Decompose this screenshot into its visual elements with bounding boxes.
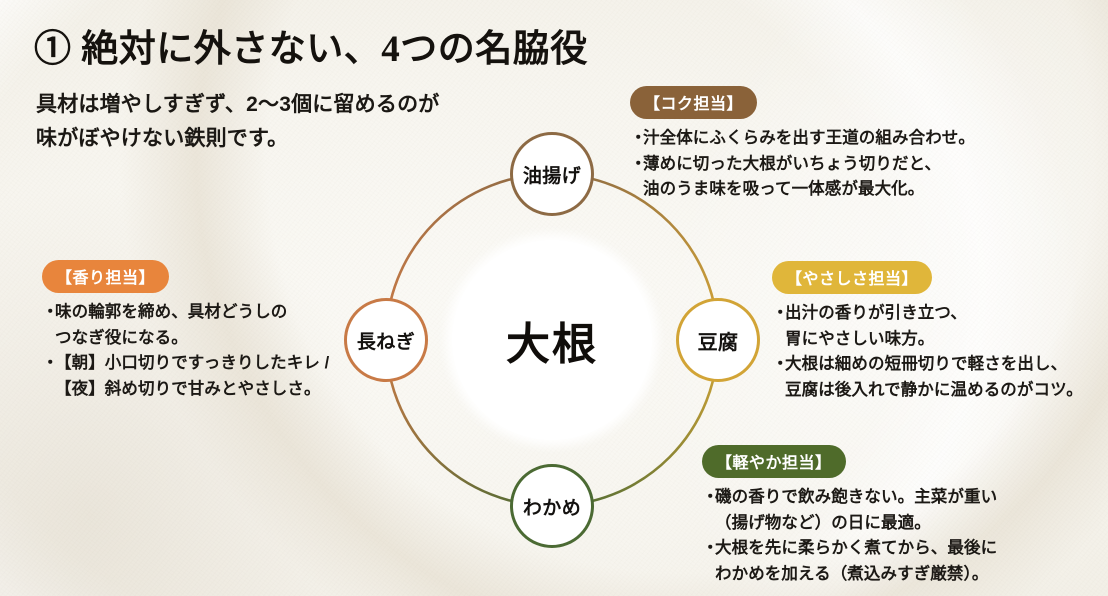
list-item: ・大根を先に柔らかく煮てから、最後に わかめを加える（煮込みすぎ厳禁）。 xyxy=(702,536,997,587)
list-item: ・出汁の香りが引き立つ、 胃にやさしい味方。 xyxy=(772,301,1083,352)
bullet-dot-icon: ・ xyxy=(630,154,647,173)
ingredient-node-wakame[interactable]: わかめ xyxy=(510,464,594,548)
list-item: ・大根は細めの短冊切りで軽さを出し、 豆腐は後入れで静かに温めるのがコツ。 xyxy=(772,352,1083,403)
list-item: ・味の輪郭を締め、具材どうしの つなぎ役になる。 xyxy=(42,300,329,351)
ingredient-node-label: わかめ xyxy=(522,497,582,519)
bullet-dot-icon: ・ xyxy=(702,539,719,558)
badge-kaori: 【香り担当】 xyxy=(42,260,170,293)
note-koku-bullets: ・汁全体にふくらみを出す王道の組み合わせ。 ・薄めに切った大根がいちょう切りだと… xyxy=(630,126,975,203)
note-karuyaka-bullets: ・磯の香りで飲み飽きない。主菜が重い （揚げ物など）の日に最適。 ・大根を先に柔… xyxy=(702,485,997,588)
page-title: ① 絶対に外さない、4つの名脇役 xyxy=(34,29,588,70)
note-yasashisa-bullets: ・出汁の香りが引き立つ、 胃にやさしい味方。 ・大根は細めの短冊切りで軽さを出し… xyxy=(772,301,1083,404)
ingredient-diagram: 大根 油揚げ 豆腐 わかめ 長ねぎ xyxy=(340,128,764,552)
list-item: ・薄めに切った大根がいちょう切りだと、 油のうま味を吸って一体感が最大化。 xyxy=(630,152,975,203)
ingredient-node-label: 油揚げ xyxy=(522,165,582,187)
bullet-dot-icon: ・ xyxy=(702,488,719,506)
ingredient-node-aburaage[interactable]: 油揚げ xyxy=(510,132,594,216)
list-item-text: 味の輪郭を締め、具材どうしの つなぎ役になる。 xyxy=(55,303,288,347)
list-item-text: 磯の香りで飲み飽きない。主菜が重い （揚げ物など）の日に最適。 xyxy=(715,488,998,532)
note-kaori-bullets: ・味の輪郭を締め、具材どうしの つなぎ役になる。 ・【朝】小口切りですっきりした… xyxy=(42,300,329,403)
note-kaori: 【香り担当】 ・味の輪郭を締め、具材どうしの つなぎ役になる。 ・【朝】小口切り… xyxy=(42,260,329,403)
core-ingredient-node[interactable]: 大根 xyxy=(452,240,652,440)
ingredient-node-label: 長ねぎ xyxy=(356,331,416,353)
note-karuyaka: 【軽やか担当】 ・磯の香りで飲み飽きない。主菜が重い （揚げ物など）の日に最適。… xyxy=(702,445,997,588)
list-item: ・磯の香りで飲み飽きない。主菜が重い （揚げ物など）の日に最適。 xyxy=(702,485,997,536)
list-item-text: 【朝】小口切りですっきりしたキレ / 【夜】斜め切りで甘みとやさしさ。 xyxy=(55,354,330,399)
note-koku: 【コク担当】 ・汁全体にふくらみを出す王道の組み合わせ。 ・薄めに切った大根がい… xyxy=(630,86,975,203)
bullet-dot-icon: ・ xyxy=(630,129,647,147)
badge-karuyaka: 【軽やか担当】 xyxy=(702,445,846,478)
list-item-text: 大根を先に柔らかく煮てから、最後に わかめを加える（煮込みすぎ厳禁）。 xyxy=(715,539,998,584)
ingredient-node-label: 豆腐 xyxy=(697,331,739,354)
note-yasashisa: 【やさしさ担当】 ・出汁の香りが引き立つ、 胃にやさしい味方。 ・大根は細めの短… xyxy=(772,261,1083,404)
list-item: ・汁全体にふくらみを出す王道の組み合わせ。 xyxy=(630,126,975,152)
list-item-text: 汁全体にふくらみを出す王道の組み合わせ。 xyxy=(643,129,975,147)
bullet-dot-icon: ・ xyxy=(42,354,59,373)
list-item-text: 薄めに切った大根がいちょう切りだと、 油のうま味を吸って一体感が最大化。 xyxy=(643,154,942,199)
ingredient-node-tofu[interactable]: 豆腐 xyxy=(676,298,760,382)
badge-koku: 【コク担当】 xyxy=(630,86,758,119)
bullet-dot-icon: ・ xyxy=(772,304,789,322)
page-subtitle: 具材は増やしすぎず、2〜3個に留めるのが 味がぼやけない鉄則です。 xyxy=(36,93,440,151)
badge-yasashisa: 【やさしさ担当】 xyxy=(772,261,933,294)
core-ingredient-label: 大根 xyxy=(506,320,598,369)
list-item: ・【朝】小口切りですっきりしたキレ / 【夜】斜め切りで甘みとやさしさ。 xyxy=(42,351,329,402)
list-item-text: 出汁の香りが引き立つ、 胃にやさしい味方。 xyxy=(785,304,967,348)
list-item-text: 大根は細めの短冊切りで軽さを出し、 豆腐は後入れで静かに温めるのがコツ。 xyxy=(785,355,1083,400)
bullet-dot-icon: ・ xyxy=(42,303,59,321)
ingredient-node-naganegi[interactable]: 長ねぎ xyxy=(344,298,428,382)
bullet-dot-icon: ・ xyxy=(772,355,789,374)
